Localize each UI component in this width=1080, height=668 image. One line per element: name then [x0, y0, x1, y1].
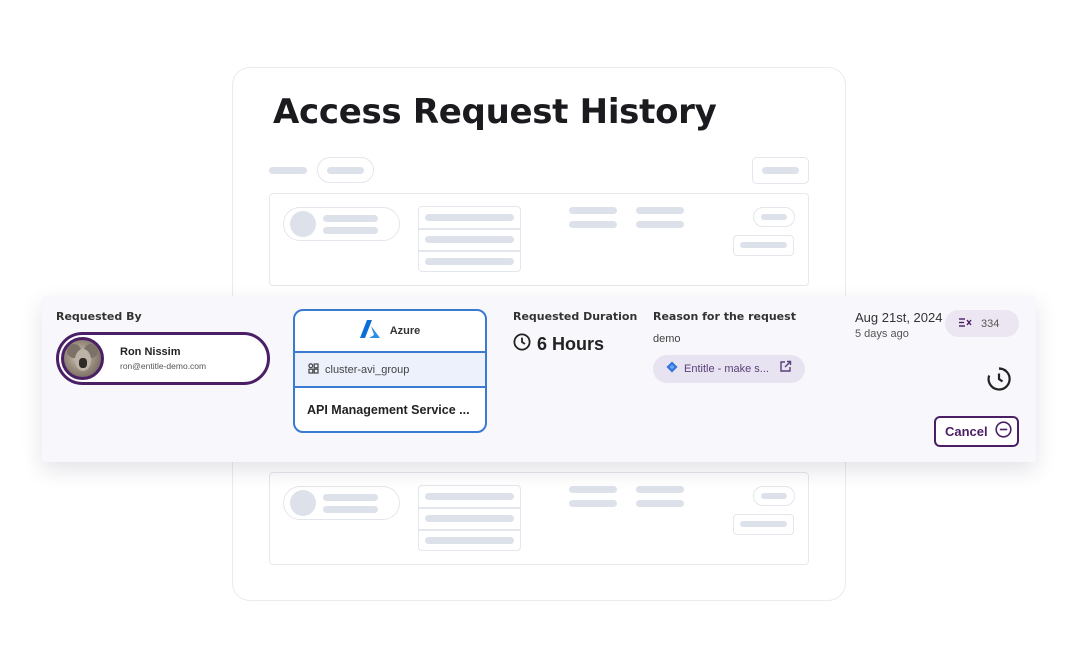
- skeleton-avatar: [290, 490, 316, 516]
- skeleton-text: [636, 221, 684, 228]
- extend-time-button[interactable]: [986, 366, 1012, 392]
- resource-provider: Azure: [295, 311, 485, 353]
- compare-icon: [958, 315, 972, 333]
- skeleton-text: [740, 521, 787, 527]
- skeleton-filter-pill-text: [327, 167, 364, 174]
- duration-label: Requested Duration: [513, 310, 638, 323]
- skeleton-text: [425, 236, 514, 243]
- minus-circle-icon: [995, 420, 1012, 443]
- skeleton-text: [569, 500, 617, 507]
- avatar: [61, 337, 104, 380]
- requester-email: ron@entitle-demo.com: [120, 361, 207, 371]
- skeleton-divider: [418, 507, 521, 509]
- skeleton-text: [425, 515, 514, 522]
- skeleton-text: [740, 242, 787, 248]
- reason-label: Reason for the request: [653, 310, 796, 323]
- skeleton-text: [425, 537, 514, 544]
- ticket-link[interactable]: Entitle - make s...: [653, 355, 805, 383]
- request-date: Aug 21st, 2024: [855, 310, 943, 325]
- resource-box: Azure cluster-avi_group API Management S…: [293, 309, 487, 433]
- skeleton-text: [636, 207, 684, 214]
- requester-chip[interactable]: Ron Nissim ron@entitle-demo.com: [56, 332, 270, 385]
- skeleton-text: [761, 493, 787, 499]
- skeleton-text: [569, 221, 617, 228]
- skeleton-divider: [418, 250, 521, 252]
- requested-by-label: Requested By: [56, 310, 142, 323]
- skeleton-text: [636, 486, 684, 493]
- skeleton-text: [323, 227, 378, 234]
- skeleton-divider: [418, 529, 521, 531]
- resource-group[interactable]: cluster-avi_group: [295, 353, 485, 388]
- skeleton-text: [323, 506, 378, 513]
- group-icon: [308, 361, 319, 379]
- skeleton-avatar: [290, 211, 316, 237]
- skeleton-text: [636, 500, 684, 507]
- ticket-label: Entitle - make s...: [684, 363, 769, 375]
- duration: 6 Hours: [513, 333, 604, 356]
- usage-count: 334: [981, 317, 1000, 330]
- access-request-card: Requested By Ron Nissim ron@entitle-demo…: [42, 296, 1036, 462]
- reason-value: demo: [653, 333, 681, 345]
- skeleton-text: [569, 486, 617, 493]
- provider-name: Azure: [389, 325, 421, 337]
- group-name: cluster-avi_group: [325, 363, 410, 376]
- duration-value: 6 Hours: [537, 334, 605, 354]
- cancel-button[interactable]: Cancel: [934, 416, 1019, 447]
- skeleton-text: [323, 494, 378, 501]
- relative-time: 5 days ago: [855, 328, 909, 340]
- azure-logo-icon: [359, 319, 380, 343]
- cancel-label: Cancel: [945, 424, 988, 439]
- extend-time-icon: [986, 367, 1012, 396]
- clock-icon: [513, 333, 531, 356]
- skeleton-text: [761, 214, 787, 220]
- skeleton-divider: [418, 228, 521, 230]
- skeleton-text: [425, 493, 514, 500]
- skeleton-toolbar-button-text: [762, 167, 799, 174]
- service-name: API Management Service ...: [307, 403, 470, 417]
- resource-service[interactable]: API Management Service ...: [295, 390, 485, 430]
- usage-count-badge[interactable]: 334: [945, 310, 1019, 337]
- requester-name: Ron Nissim: [120, 346, 181, 358]
- skeleton-text: [425, 214, 514, 221]
- jira-icon: [666, 360, 678, 378]
- page-title: Access Request History: [273, 92, 717, 132]
- skeleton-text: [425, 258, 514, 265]
- skeleton-filter-label: [269, 167, 307, 174]
- skeleton-text: [569, 207, 617, 214]
- skeleton-text: [323, 215, 378, 222]
- external-link-icon[interactable]: [779, 360, 792, 378]
